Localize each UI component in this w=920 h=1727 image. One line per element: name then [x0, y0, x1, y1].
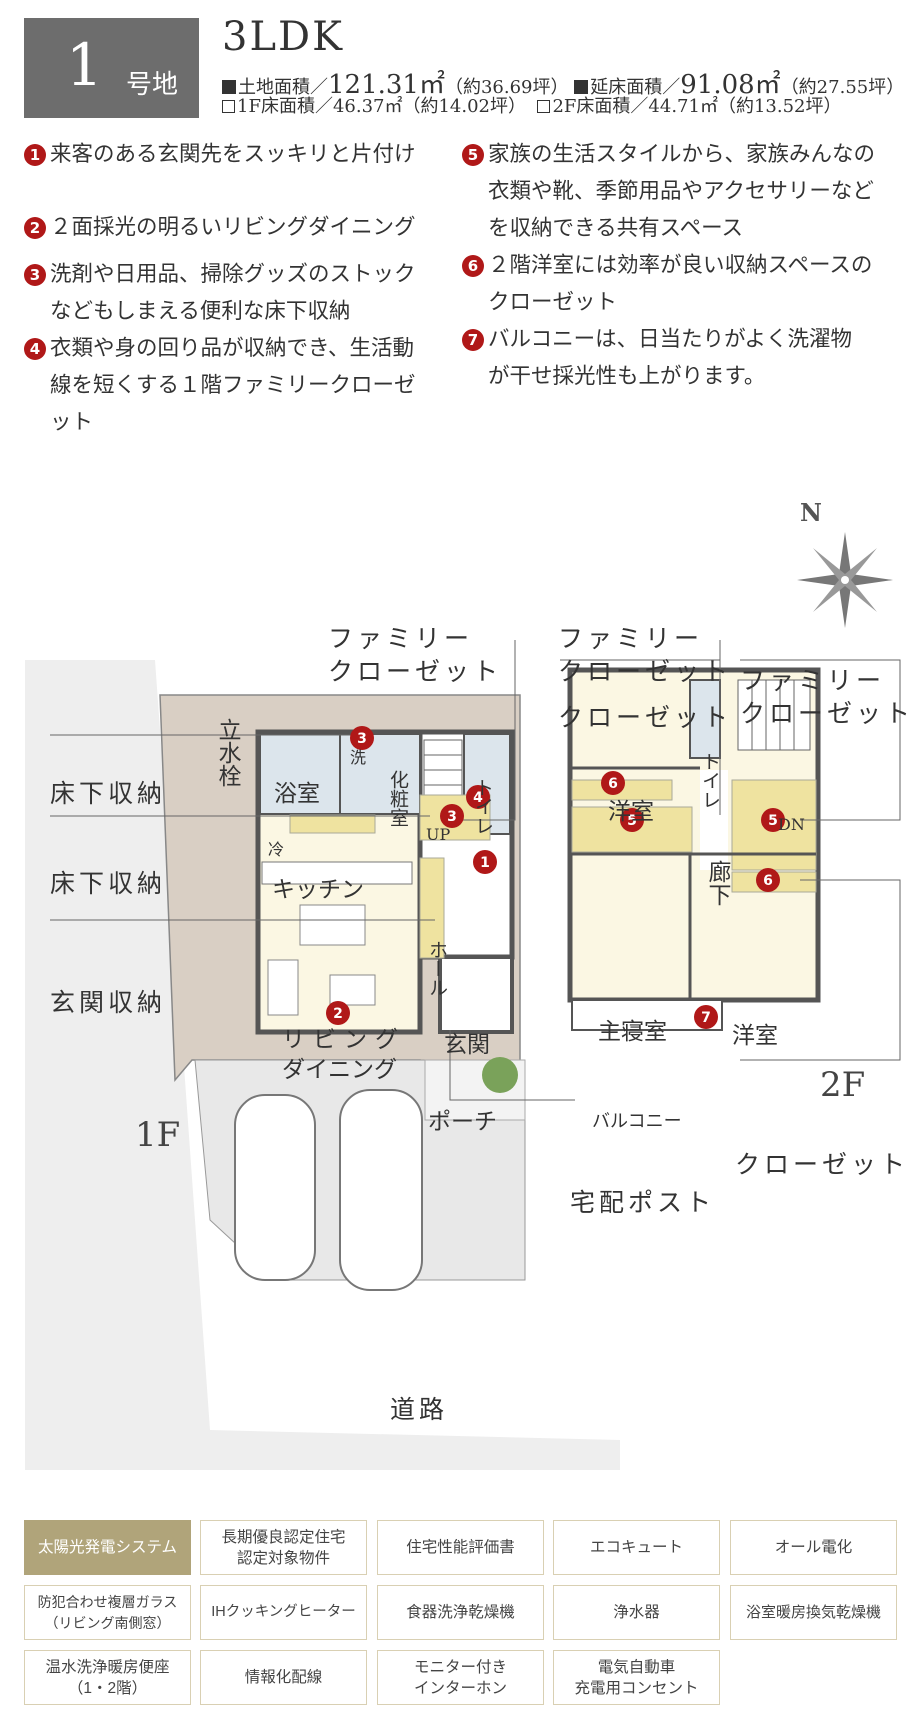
svg-text:5: 5: [627, 813, 637, 829]
label-family-closet-2: ファミリー クローゼット: [558, 624, 733, 686]
room-bath: 浴室: [274, 781, 320, 807]
svg-text:3: 3: [357, 731, 367, 747]
equip-item: 浄水器: [553, 1585, 720, 1640]
svg-text:1: 1: [480, 855, 490, 871]
lot-suffix: 号地: [126, 70, 179, 100]
svg-text:5: 5: [768, 813, 778, 829]
label-closet-2f-bottom: クローゼット: [735, 1150, 910, 1179]
filled-square-icon: [574, 80, 589, 94]
cars: [234, 1089, 423, 1291]
floor-area-value: 91.08㎡: [680, 70, 781, 100]
shrub: [482, 1057, 518, 1093]
svg-text:4: 4: [473, 790, 483, 806]
equip-item: IHクッキングヒーター: [200, 1585, 367, 1640]
powder-room: [339, 733, 421, 815]
equip-item: 長期優良認定住宅 認定対象物件: [200, 1520, 367, 1575]
equip-item: 太陽光発電システム: [24, 1520, 191, 1575]
living-table: [329, 974, 376, 1006]
compass-north-label: N: [800, 498, 822, 527]
open-square-icon: [537, 100, 551, 113]
room-toilet-2f: トイレ: [699, 752, 721, 809]
equip-item: 食器洗浄乾燥機: [377, 1585, 544, 1640]
dining-table: [299, 904, 366, 946]
label-delivery-post: 宅配ポスト: [570, 1188, 716, 1217]
floor-plan: 3 4 3 1 2 6 5 5 6 7: [25, 640, 901, 1470]
filled-square-icon: [222, 80, 236, 94]
label-closet-2f-top: クローゼット: [558, 703, 733, 732]
room-master: 主寝室: [598, 1019, 667, 1045]
room-wash: 洗: [350, 748, 367, 767]
underfloor-storage-kitchen: [289, 814, 376, 834]
area-line-2: 1F床面積／46.37㎡（約14.02坪） 2F床面積／44.71㎡（約13.5…: [222, 92, 841, 118]
svg-text:7: 7: [701, 1010, 711, 1026]
layout-type: 3LDK: [222, 14, 344, 60]
lot-number: 1: [66, 31, 103, 99]
label-family-closet-3: ファミリー クローゼット: [740, 666, 915, 728]
f1-area: 1F床面積／46.37㎡（約14.02坪）: [237, 96, 527, 117]
equip-item: モニター付き インターホン: [377, 1650, 544, 1705]
room-genkan: 玄関: [444, 1032, 490, 1058]
svg-text:2: 2: [333, 1006, 343, 1022]
stairs-2f: [737, 679, 811, 751]
genkan-area: [438, 955, 514, 1034]
bath-room: [259, 733, 341, 815]
label-entrance-storage: 玄関収納: [50, 988, 167, 1017]
equip-item: 情報化配線: [200, 1650, 367, 1705]
label-2f: 2F: [820, 1065, 866, 1105]
f2-area: 2F床面積／44.71㎡（約13.52坪）: [552, 96, 842, 117]
equip-item: エコキュート: [553, 1520, 720, 1575]
room-up: UP: [426, 825, 451, 844]
svg-text:6: 6: [608, 776, 618, 792]
area-line-1: 土地面積／121.31㎡（約36.69坪） 延床面積／91.08㎡（約27.55…: [222, 64, 904, 101]
room-living: リビング: [282, 1027, 406, 1053]
leader-lines: [50, 640, 901, 1101]
label-underfloor-2: 床下収納: [50, 869, 167, 898]
compass-icon: [797, 532, 893, 628]
room-dining: ダイニング: [282, 1057, 397, 1083]
room-kitchen: キッチン: [272, 877, 364, 903]
room-powder: 化粧室: [387, 770, 409, 827]
kitchen-counter: [261, 861, 413, 885]
svg-text:3: 3: [447, 809, 457, 825]
room-western-2: 洋室: [732, 1023, 778, 1049]
equip-item: 浴室暖房換気乾燥機: [730, 1585, 897, 1640]
room-fridge: 冷: [268, 840, 285, 859]
room-corridor: 廊下: [704, 860, 730, 906]
label-family-closet-1: ファミリー クローゼット: [328, 624, 503, 686]
room-dn: DN: [778, 815, 805, 834]
room-porch: ポーチ: [428, 1109, 497, 1135]
room-western-1: 洋室: [608, 799, 654, 825]
land-area-value: 121.31㎡: [328, 70, 445, 100]
equip-item: 防犯合わせ複層ガラス （リビング南側窓）: [24, 1585, 191, 1640]
equip-item: 電気自動車 充電用コンセント: [553, 1650, 720, 1705]
entrance-storage: [419, 857, 445, 959]
room-hydrant: 立水栓: [214, 718, 240, 787]
sofa: [267, 959, 299, 1016]
room-hall: ホール: [426, 940, 448, 997]
equip-item: 温水洗浄暖房便座 （1・2階）: [24, 1650, 191, 1705]
room-balcony: バルコニー: [592, 1111, 682, 1132]
label-road: 道路: [390, 1395, 449, 1424]
lot-shade: [25, 660, 620, 1470]
room-toilet-1f: トイレ: [472, 778, 494, 835]
lot-number-box: 1 号地: [24, 18, 199, 118]
equip-item: 住宅性能評価書: [377, 1520, 544, 1575]
label-underfloor-1: 床下収納: [50, 779, 167, 808]
svg-text:6: 6: [763, 873, 773, 889]
label-1f: 1F: [135, 1115, 181, 1155]
equip-item: オール電化: [730, 1520, 897, 1575]
open-square-icon: [222, 100, 235, 113]
